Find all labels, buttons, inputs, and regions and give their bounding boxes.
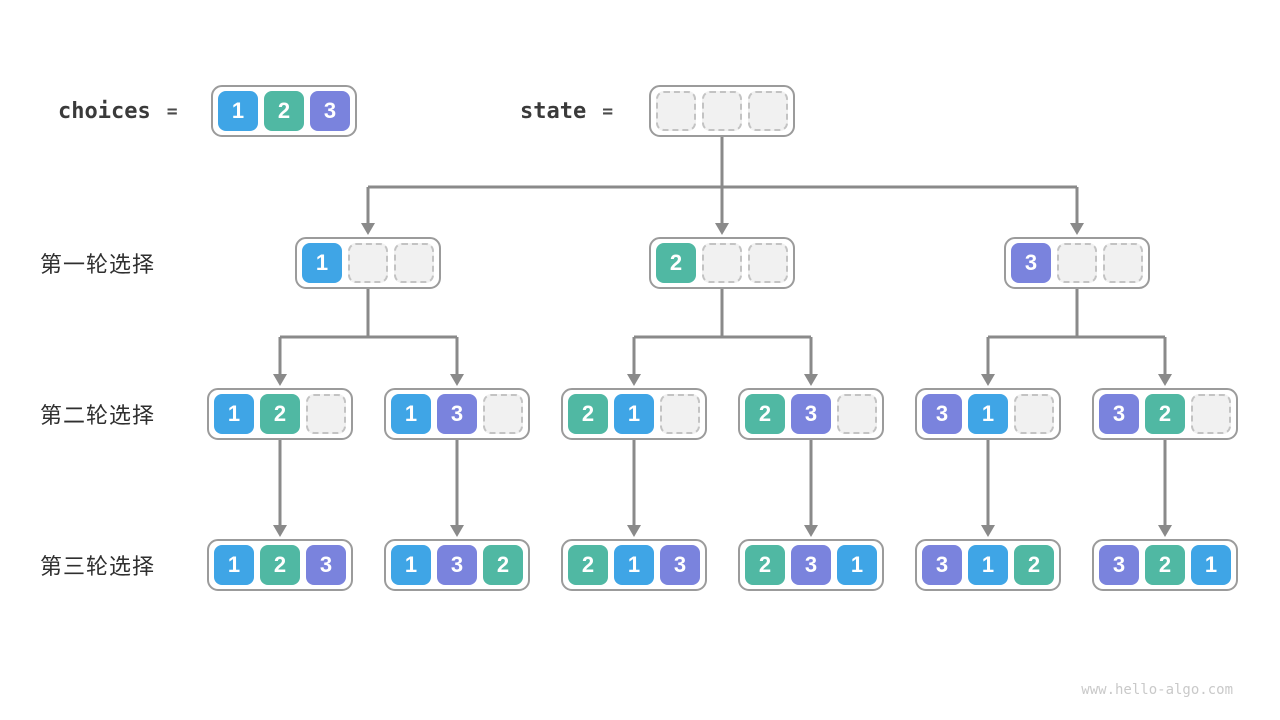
arrowhead [804,374,818,386]
state-cell [702,243,742,283]
state-cell: 2 [656,243,696,283]
state-cell [1014,394,1054,434]
state-cell: 2 [745,545,785,585]
state-cell: 1 [391,394,431,434]
connector-round1-box1-children [278,289,459,376]
state-box-r3-2: 2 1 3 [561,539,707,591]
state-box-r3-5: 3 2 1 [1092,539,1238,591]
state-cell [748,91,788,131]
arrowhead [1158,525,1172,537]
arrowhead [804,525,818,537]
arrowhead [273,525,287,537]
state-cell: 2 [1145,394,1185,434]
round-2-label: 第二轮选择 [40,403,156,428]
arrowhead [450,374,464,386]
state-cell: 3 [660,545,700,585]
state-box-r2-0: 1 2 [207,388,353,440]
state-cell [483,394,523,434]
choices-label: choices [58,98,151,124]
arrowhead [273,374,287,386]
state-cell [837,394,877,434]
state-cell: 3 [791,394,831,434]
state-box-r2-3: 2 3 [738,388,884,440]
state-cell: 2 [483,545,523,585]
arrowhead [627,374,641,386]
state-cell: 1 [302,243,342,283]
connector-state-to-round1 [366,137,1079,225]
choices-label-group: choices = [58,85,178,137]
state-label: state [520,98,587,124]
state-box-r2-5: 3 2 [1092,388,1238,440]
connector-round1-box3-children [986,289,1167,376]
state-cell: 3 [437,545,477,585]
arrowhead [981,525,995,537]
state-cell: 2 [745,394,785,434]
state-box-r3-0: 1 2 3 [207,539,353,591]
state-cell [348,243,388,283]
connector-round2-to-round3 [278,440,1167,527]
state-cell: 1 [614,394,654,434]
state-label-group: state = [520,85,613,137]
state-box-r2-1: 1 3 [384,388,530,440]
state-cell: 1 [214,545,254,585]
state-box-r1-0: 1 [295,237,441,289]
choices-equals-sign: = [166,100,178,122]
state-box-root [649,85,795,137]
state-cell [1191,394,1231,434]
state-cell [702,91,742,131]
state-cell: 3 [922,545,962,585]
site-watermark: www.hello-algo.com [1081,682,1233,698]
choices-cell: 1 [218,91,258,131]
choices-box: 1 2 3 [211,85,357,137]
state-cell [1057,243,1097,283]
state-cell: 1 [214,394,254,434]
state-cell: 1 [968,545,1008,585]
state-box-r2-4: 3 1 [915,388,1061,440]
state-cell: 3 [922,394,962,434]
state-cell: 1 [1191,545,1231,585]
arrowhead [715,223,729,235]
state-box-r3-4: 3 1 2 [915,539,1061,591]
connector-round1-box2-children [632,289,813,376]
arrowhead [450,525,464,537]
state-cell [1103,243,1143,283]
state-cell: 3 [437,394,477,434]
choices-cell: 2 [264,91,304,131]
state-cell [306,394,346,434]
state-box-r1-2: 3 [1004,237,1150,289]
arrowhead [1070,223,1084,235]
state-box-r2-2: 2 1 [561,388,707,440]
state-cell: 3 [791,545,831,585]
arrowhead [1158,374,1172,386]
state-box-r3-3: 2 3 1 [738,539,884,591]
round-3-label: 第三轮选择 [40,554,156,579]
state-cell [394,243,434,283]
state-cell: 3 [1099,545,1139,585]
state-cell: 2 [568,394,608,434]
arrowhead [361,223,375,235]
state-cell [748,243,788,283]
round-1-label: 第一轮选择 [40,252,156,277]
state-equals-sign: = [602,100,614,122]
state-cell: 1 [837,545,877,585]
state-box-r3-1: 1 3 2 [384,539,530,591]
state-cell: 3 [306,545,346,585]
state-cell: 2 [260,394,300,434]
state-cell: 3 [1099,394,1139,434]
state-cell: 1 [968,394,1008,434]
state-cell: 2 [1145,545,1185,585]
state-cell [656,91,696,131]
state-box-r1-1: 2 [649,237,795,289]
state-cell: 2 [260,545,300,585]
state-cell: 2 [568,545,608,585]
arrowhead [981,374,995,386]
state-cell: 2 [1014,545,1054,585]
arrowhead [627,525,641,537]
state-cell: 3 [1011,243,1051,283]
state-cell: 1 [391,545,431,585]
state-cell [660,394,700,434]
choices-cell: 3 [310,91,350,131]
state-cell: 1 [614,545,654,585]
